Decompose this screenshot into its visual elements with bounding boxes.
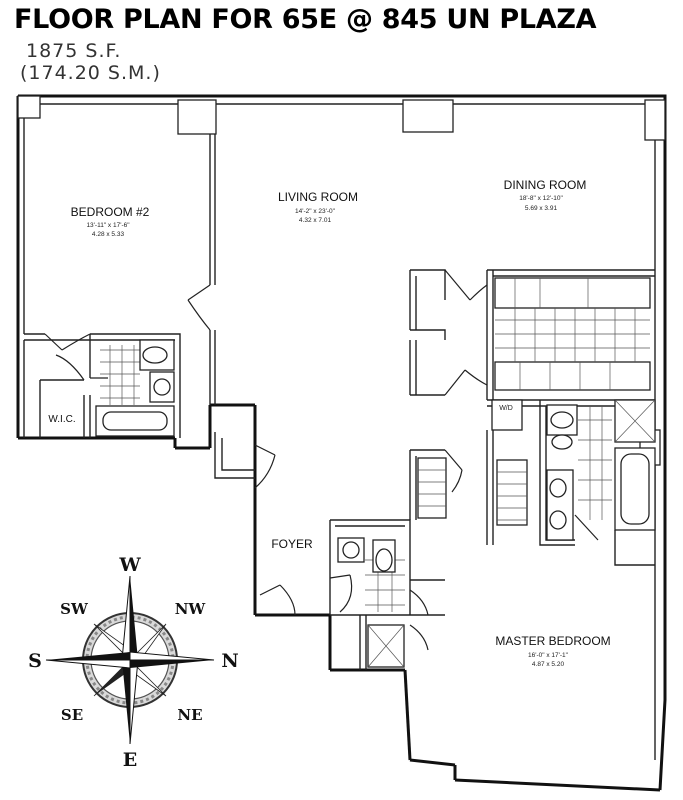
hall-closet-rack (417, 457, 447, 519)
room-label-living: LIVING ROOM 14'-2" x 23'-0" 4.32 x 7.01 (278, 190, 358, 224)
structural-columns (17, 95, 666, 466)
room-label-master: MASTER BEDROOM 16'-0" x 17'-1" 4.87 x 5.… (495, 634, 610, 668)
room-label-dining: DINING ROOM 18'-8" x 12'-10" 5.69 x 3.91 (504, 178, 587, 212)
compass-label-e: E (123, 749, 137, 771)
wic-label: W.I.C. (48, 414, 75, 425)
master-bath-area (409, 399, 656, 651)
master-bath-tile-grid (578, 406, 612, 520)
bedroom2-dim-m: 4.28 x 5.33 (92, 231, 125, 238)
compass-rose: W E N S SW NW SE NE (28, 554, 239, 771)
area-square-feet: 1875 S.F. (26, 40, 122, 62)
living-room-name: LIVING ROOM (278, 190, 358, 204)
wd-label: W/D (499, 405, 513, 412)
kitchen-counter-upper (494, 277, 651, 309)
master-closet-rack (496, 459, 528, 526)
bedroom2-dim-ft: 13'-11" x 17'-6" (86, 222, 130, 229)
bath2 (95, 339, 175, 437)
plan-title: FLOOR PLAN FOR 65E @ 845 UN PLAZA (14, 4, 597, 35)
master-bedroom-dim-ft: 16'-0" x 17'-1" (528, 652, 569, 659)
room-label-bedroom2: BEDROOM #2 13'-11" x 17'-6" 4.28 x 5.33 (71, 205, 150, 238)
area-square-meters: (174.20 S.M.) (20, 62, 161, 84)
compass-label-nw: NW (175, 600, 207, 618)
dining-room-dim-m: 5.69 x 3.91 (525, 205, 558, 212)
compass-label-ne: NE (177, 706, 202, 724)
compass-label-sw: SW (60, 600, 89, 618)
bidet-icon (551, 434, 573, 450)
compass-star-cardinal (45, 575, 215, 745)
kitchen-counter-lower (494, 361, 651, 391)
kitchen-tile-grid (495, 278, 650, 390)
compass-label-se: SE (61, 706, 83, 724)
bedroom2-walls (23, 134, 216, 438)
living-room-dim-m: 4.32 x 7.01 (299, 217, 332, 224)
foyer-label: FOYER (271, 537, 313, 551)
compass-label-s: S (28, 650, 42, 672)
compass-label-w: W (118, 554, 141, 576)
foyer-area (214, 432, 411, 670)
living-room-dim-ft: 14'-2" x 23'-0" (295, 208, 336, 215)
master-bedroom-dim-m: 4.87 x 5.20 (532, 661, 565, 668)
compass-label-n: N (221, 650, 238, 672)
dining-room-name: DINING ROOM (504, 178, 587, 192)
bath2-tile-grid (100, 345, 140, 405)
dining-room-dim-ft: 18'-8" x 12'-10" (519, 195, 563, 202)
master-bedroom-name: MASTER BEDROOM (495, 634, 610, 648)
kitchen-area (409, 269, 655, 407)
bedroom2-name: BEDROOM #2 (71, 205, 150, 219)
